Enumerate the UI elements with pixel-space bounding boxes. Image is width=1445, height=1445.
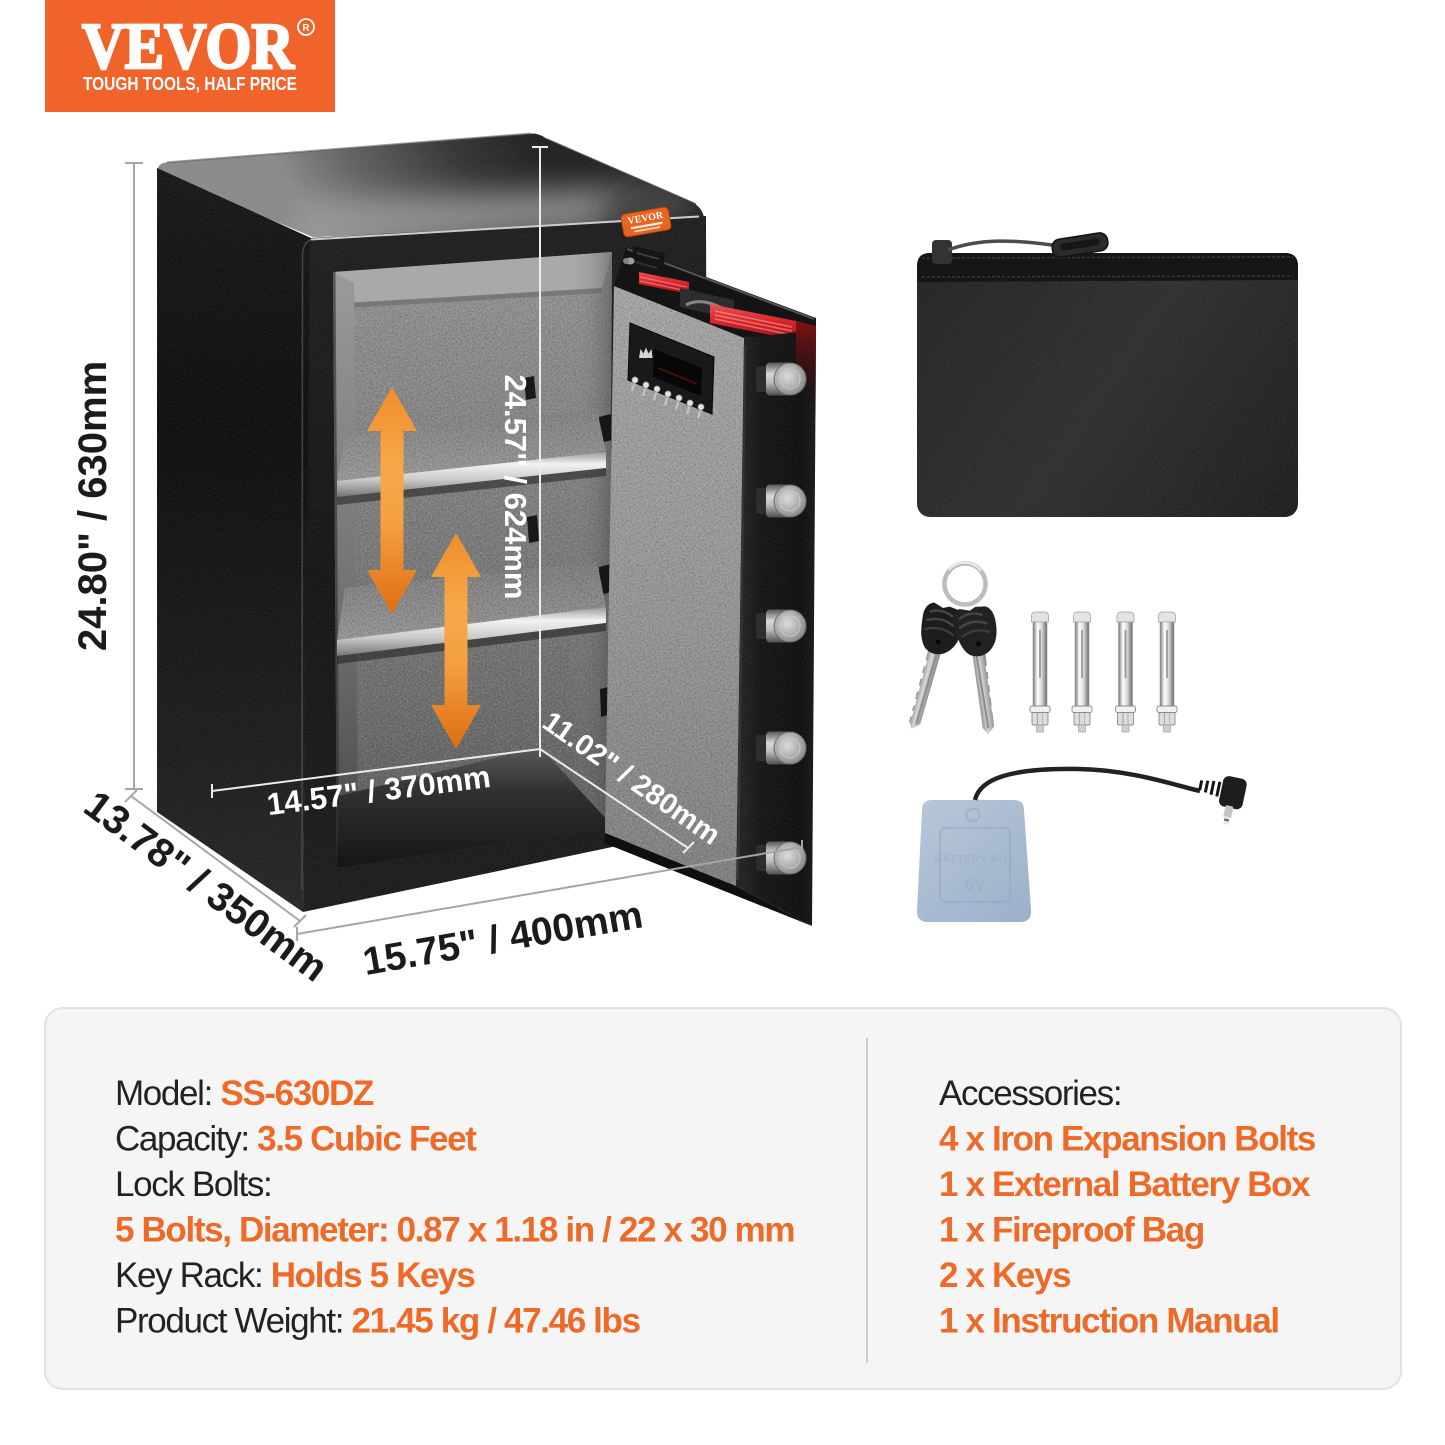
svg-text:24.57" / 624mm: 24.57" / 624mm [498, 375, 533, 600]
svg-text:Capacity: 3.5 Cubic Feet: Capacity: 3.5 Cubic Feet [115, 1120, 477, 1159]
svg-text:1 x Instruction Manual: 1 x Instruction Manual [939, 1302, 1279, 1341]
svg-text:1 x Fireproof Bag: 1 x Fireproof Bag [939, 1211, 1204, 1250]
svg-text:BATTERY BOX: BATTERY BOX [934, 854, 1015, 865]
svg-text:15.75" / 400mm: 15.75" / 400mm [360, 893, 646, 984]
svg-text:TOUGH TOOLS, HALF PRICE: TOUGH TOOLS, HALF PRICE [83, 74, 297, 94]
svg-text:5 Bolts, Diameter: 0.87 x 1.18: 5 Bolts, Diameter: 0.87 x 1.18 in / 22 x… [115, 1211, 794, 1250]
svg-text:4 x Iron Expansion Bolts: 4 x Iron Expansion Bolts [939, 1120, 1316, 1159]
svg-text:Model: SS-630DZ: Model: SS-630DZ [115, 1074, 374, 1113]
svg-text:1 x External Battery Box: 1 x External Battery Box [939, 1165, 1311, 1204]
svg-text:Key Rack: Holds 5 Keys: Key Rack: Holds 5 Keys [115, 1256, 475, 1295]
svg-text:Product Weight: 21.45 kg / 47.: Product Weight: 21.45 kg / 47.46 lbs [115, 1302, 641, 1341]
svg-text:24.80" / 630mm: 24.80" / 630mm [71, 361, 115, 651]
svg-text:2 x Keys: 2 x Keys [939, 1256, 1071, 1295]
svg-text:VEVOR: VEVOR [82, 10, 295, 83]
svg-text:Accessories:: Accessories: [939, 1074, 1121, 1113]
svg-text:Lock Bolts:: Lock Bolts: [115, 1165, 271, 1204]
svg-text:R: R [302, 23, 310, 34]
svg-text:6V: 6V [965, 877, 985, 894]
